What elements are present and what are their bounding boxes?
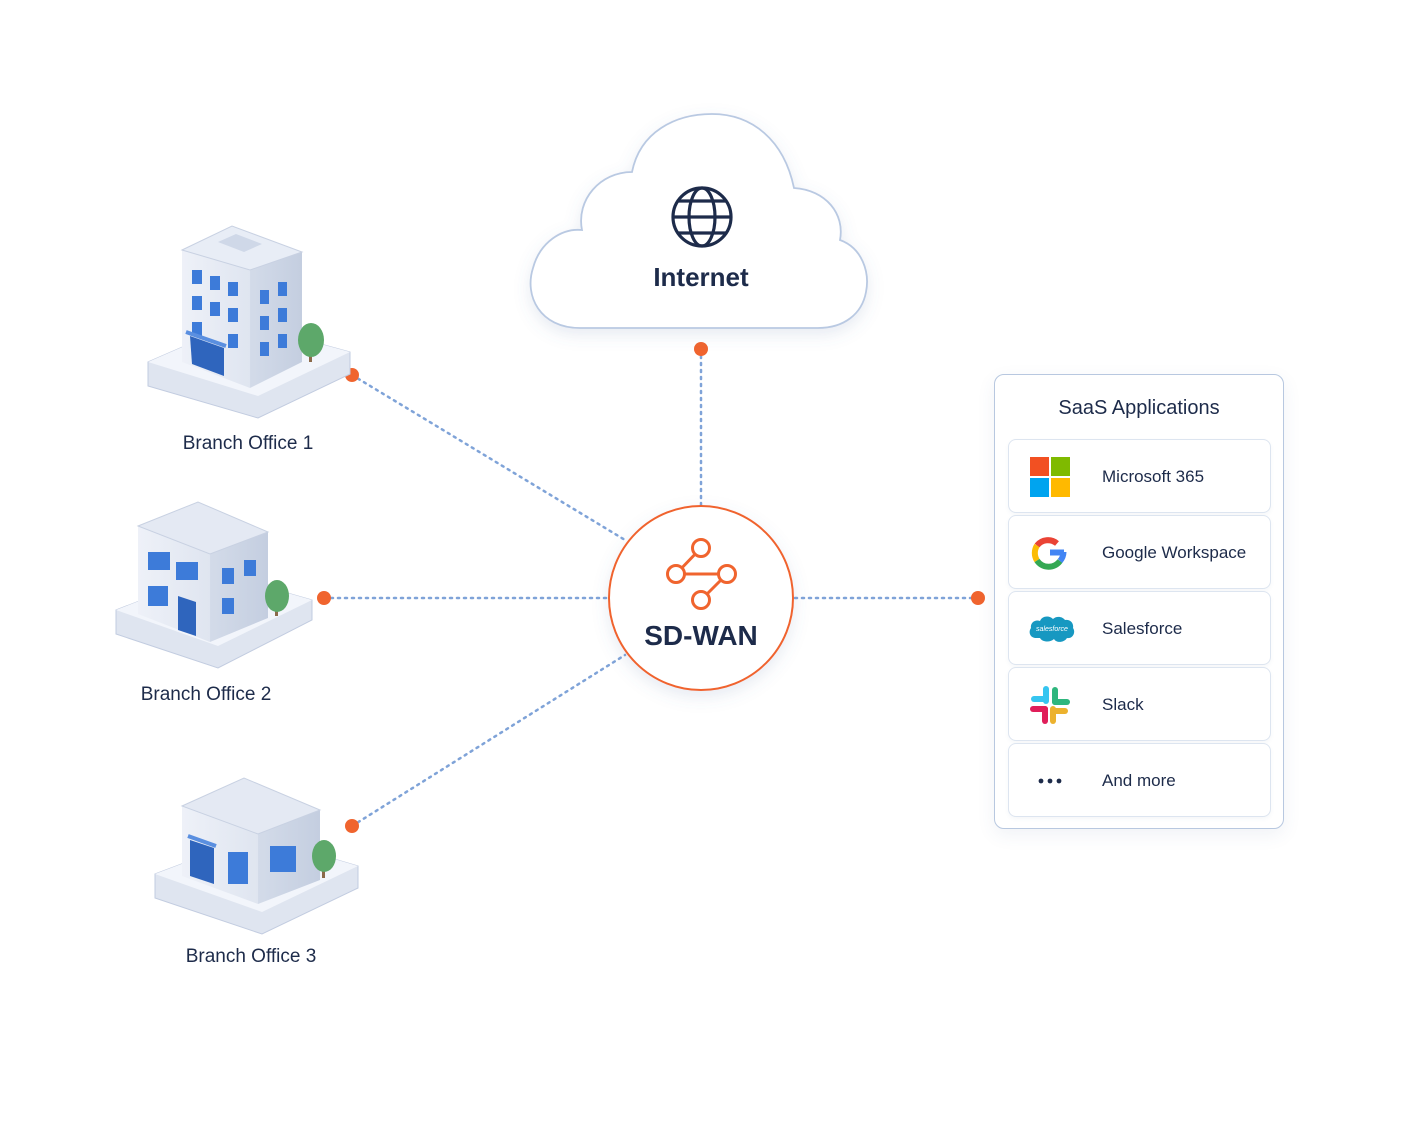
- saas-item-salesforce[interactable]: salesforce Salesforce: [1008, 591, 1271, 665]
- globe-icon: [671, 186, 733, 248]
- office-building-icon[interactable]: [154, 777, 359, 935]
- network-nodes-icon: [666, 538, 737, 610]
- saas-item-label: Salesforce: [1102, 619, 1183, 638]
- internet-cloud[interactable]: [529, 113, 868, 329]
- saas-item-label: Google Workspace: [1102, 543, 1247, 562]
- saas-item-and-more[interactable]: And more: [1008, 743, 1271, 817]
- link-branch-3: [350, 653, 627, 828]
- ellipsis-icon: [1038, 778, 1062, 784]
- branch-office-2-label: Branch Office 2: [140, 684, 272, 705]
- saas-applications-panel: SaaS Applications Microsoft 365 Google W…: [994, 374, 1284, 829]
- saas-item-label: Slack: [1102, 695, 1144, 714]
- salesforce-logo-text: salesforce: [1036, 626, 1068, 633]
- endpoint-dot: [971, 591, 985, 605]
- internet-label: Internet: [653, 262, 749, 292]
- branch-office-1-label: Branch Office 1: [182, 433, 314, 454]
- endpoint-dot: [345, 819, 359, 833]
- office-building-icon[interactable]: [115, 501, 313, 669]
- saas-item-slack[interactable]: Slack: [1008, 667, 1271, 741]
- saas-item-label: Microsoft 365: [1102, 467, 1205, 486]
- endpoint-dot: [694, 342, 708, 356]
- salesforce-logo-icon: salesforce: [1029, 616, 1075, 642]
- saas-item-label: And more: [1102, 771, 1176, 790]
- saas-item-microsoft-365[interactable]: Microsoft 365: [1008, 439, 1271, 513]
- saas-panel-title: SaaS Applications: [1058, 397, 1220, 419]
- connections: [322, 347, 980, 828]
- saas-item-google-workspace[interactable]: Google Workspace: [1008, 515, 1271, 589]
- slack-logo-icon: [1030, 686, 1070, 724]
- sd-wan-label: SD-WAN: [644, 620, 758, 651]
- microsoft-logo-icon: [1030, 457, 1070, 497]
- branch-office-3-label: Branch Office 3: [185, 946, 317, 967]
- office-building-icon[interactable]: [147, 225, 351, 419]
- google-logo-icon: [1031, 537, 1067, 570]
- endpoint-dot: [317, 591, 331, 605]
- link-branch-1: [350, 373, 627, 542]
